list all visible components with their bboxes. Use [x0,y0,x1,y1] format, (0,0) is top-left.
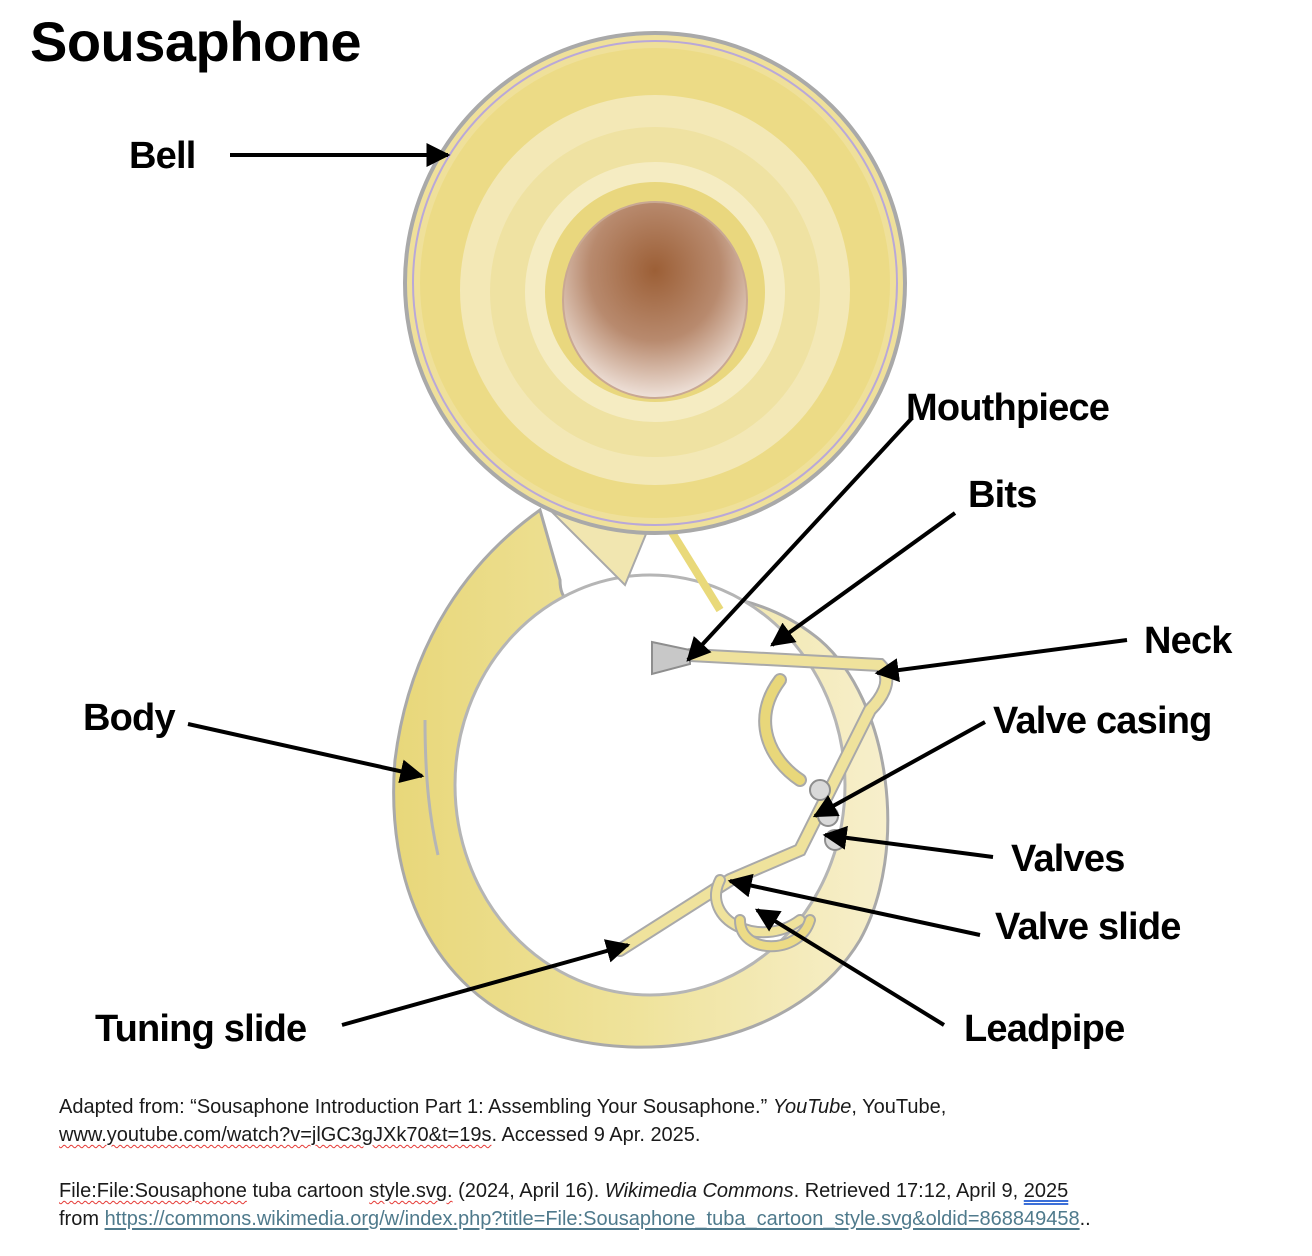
label-valves: Valves [1011,838,1125,880]
mouthpiece-graphic [651,640,691,676]
label-tuning-slide: Tuning slide [95,1008,307,1050]
reference-wikimedia: File:File:Sousaphone tuba cartoon style.… [59,1180,1091,1230]
body-tube [392,507,890,1049]
label-bell: Bell [129,135,196,177]
bell-graphic [403,31,907,535]
label-body: Body [83,697,176,739]
label-mouthpiece: Mouthpiece [906,387,1110,429]
diagram-title: Sousaphone [30,10,362,73]
label-valve-casing: Valve casing [993,700,1212,742]
label-valve-slide: Valve slide [995,906,1181,948]
label-bits: Bits [968,474,1037,516]
wikimedia-link[interactable]: https://commons.wikimedia.org/w/index.ph… [104,1208,1080,1230]
references: Adapted from: “Sousaphone Introduction P… [59,1093,1299,1233]
youtube-url: www.youtube.com/watch?v=jlGC3gJXk70&t=19… [59,1124,492,1146]
reference-youtube: Adapted from: “Sousaphone Introduction P… [59,1096,947,1146]
label-leadpipe: Leadpipe [964,1008,1125,1050]
label-neck: Neck [1144,620,1232,662]
leader-arrows [187,143,1128,1027]
